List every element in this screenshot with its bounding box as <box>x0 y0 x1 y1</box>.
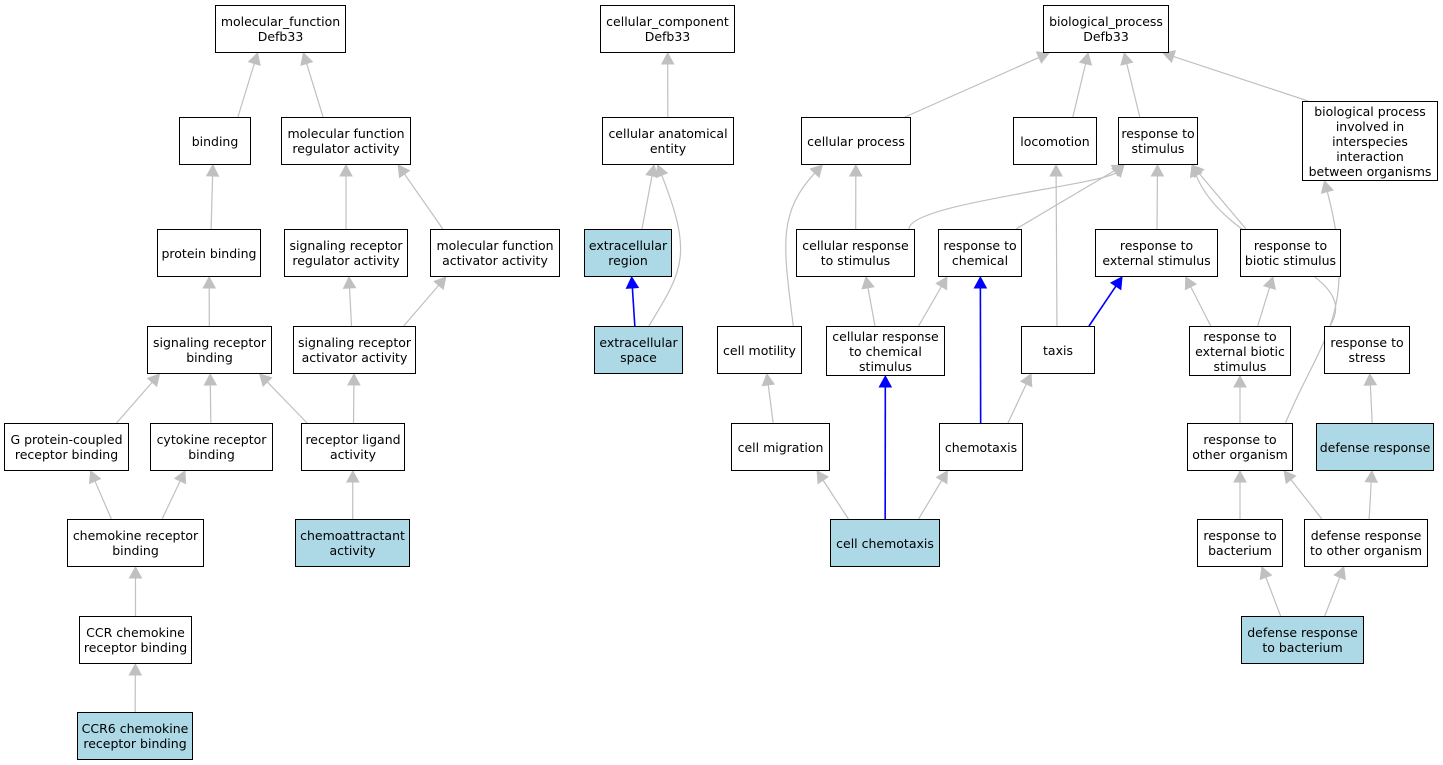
term-node-chemokine-rec-binding[interactable]: chemokine receptor binding <box>67 519 204 567</box>
edge-mf-act-to-mf-reg <box>397 164 444 230</box>
edge-chemoattractant-to-rec-ligand <box>345 469 360 520</box>
edge-cell-motility-to-cell-process <box>785 164 823 327</box>
term-node-cc-root[interactable]: cellular_component Defb33 <box>600 5 735 53</box>
edge-gpcr-binding-to-sig-rec-binding <box>116 373 161 424</box>
term-node-mf-act[interactable]: molecular function activator activity <box>430 229 560 277</box>
term-node-cell-process[interactable]: cellular process <box>801 117 911 165</box>
term-node-bp-interspecies[interactable]: biological process involved in interspec… <box>1302 101 1438 181</box>
term-node-cae[interactable]: cellular anatomical entity <box>602 117 734 165</box>
edge-resp-ext-to-resp-stim <box>1150 163 1165 230</box>
term-node-resp-biotic[interactable]: response to biotic stimulus <box>1240 229 1341 277</box>
term-node-bp-root[interactable]: biological_process Defb33 <box>1043 5 1169 53</box>
term-node-binding[interactable]: binding <box>179 117 251 165</box>
edge-cell-resp-chem-to-resp-chem <box>918 276 948 327</box>
term-node-sig-rec-reg[interactable]: signaling receptor regulator activity <box>284 229 408 277</box>
term-node-chemotaxis[interactable]: chemotaxis <box>939 423 1023 471</box>
edge-mf-reg-to-mf-root <box>300 52 324 118</box>
term-node-cell-chemotaxis[interactable]: cell chemotaxis <box>830 519 940 567</box>
term-node-resp-ext-biotic[interactable]: response to external biotic stimulus <box>1189 326 1291 376</box>
edge-ex-space-to-cae <box>648 164 682 327</box>
edge-rec-ligand-to-sig-rec-act <box>347 372 361 424</box>
path-edge-ex-space-to-ex-region <box>625 275 640 327</box>
term-node-protein-binding[interactable]: protein binding <box>157 229 261 277</box>
edge-locomotion-to-bp-root <box>1072 51 1093 118</box>
edge-chemotaxis-to-taxis <box>1007 373 1033 424</box>
path-edge-cell-chemotaxis-to-cell-resp-chem <box>878 374 893 520</box>
edge-resp-ext-biotic-to-resp-biotic <box>1257 276 1276 327</box>
edge-sig-rec-act-to-mf-act <box>403 276 447 327</box>
edge-def-other-org-to-resp-other-org <box>1283 470 1323 520</box>
term-node-taxis[interactable]: taxis <box>1021 326 1095 374</box>
term-node-resp-chem[interactable]: response to chemical <box>938 229 1022 277</box>
term-node-resp-ext[interactable]: response to external stimulus <box>1095 229 1218 277</box>
term-node-cell-resp-stim[interactable]: cellular response to stimulus <box>796 229 915 277</box>
term-node-defense-resp[interactable]: defense response <box>1316 423 1434 471</box>
edge-resp-chem-to-resp-stim <box>1015 164 1125 230</box>
term-node-sig-rec-binding[interactable]: signaling receptor binding <box>147 326 272 374</box>
term-node-cell-migration[interactable]: cell migration <box>731 423 830 471</box>
term-node-gpcr-binding[interactable]: G protein-coupled receptor binding <box>4 423 129 471</box>
edge-ccr6-binding-to-ccr-binding <box>128 662 143 713</box>
term-node-sig-rec-act[interactable]: signaling receptor activator activity <box>293 326 416 374</box>
edge-cell-resp-stim-to-resp-stim <box>908 164 1125 230</box>
term-node-cell-resp-chem[interactable]: cellular response to chemical stimulus <box>826 326 945 376</box>
edge-chemokine-rec-binding-to-cyto-rec-binding <box>161 470 187 520</box>
edge-protein-binding-to-binding <box>205 163 220 230</box>
edge-cell-migration-to-cell-motility <box>761 372 776 424</box>
edge-rec-ligand-to-sig-rec-binding <box>259 373 308 424</box>
edge-resp-biotic-to-resp-stim <box>1191 164 1247 230</box>
term-node-locomotion[interactable]: locomotion <box>1013 117 1097 165</box>
path-edge-chemotaxis-to-resp-chem <box>973 275 988 424</box>
edge-cell-chemotaxis-to-chemotaxis <box>918 470 948 520</box>
term-node-mf-root[interactable]: molecular_function Defb33 <box>215 5 346 53</box>
edge-resp-ext-biotic-to-resp-ext <box>1184 276 1212 327</box>
edge-resp-other-org-to-resp-ext-biotic <box>1233 374 1247 423</box>
edge-cyto-rec-binding-to-sig-rec-binding <box>203 372 218 424</box>
term-node-def-bacterium[interactable]: defense response to bacterium <box>1241 616 1364 664</box>
edge-def-other-org-to-defense-resp <box>1364 469 1379 520</box>
edge-cell-resp-stim-to-cell-process <box>848 163 863 230</box>
edge-cae-to-cc-root <box>660 51 675 118</box>
edge-chemokine-rec-binding-to-gpcr-binding <box>88 470 112 520</box>
edge-resp-stim-to-bp-root <box>1120 51 1141 118</box>
edge-sig-rec-binding-to-protein-binding <box>202 275 217 327</box>
edge-sig-rec-reg-to-mf-reg <box>339 163 353 229</box>
edge-resp-other-org-to-bp-interspecies <box>1284 179 1340 424</box>
term-node-cell-motility[interactable]: cell motility <box>717 326 802 374</box>
edge-cell-process-to-bp-root <box>904 51 1050 118</box>
edge-sig-rec-act-to-sig-rec-reg <box>342 275 357 327</box>
term-node-def-other-org[interactable]: defense response to other organism <box>1304 519 1428 567</box>
term-node-resp-stress[interactable]: response to stress <box>1324 326 1410 374</box>
edge-ex-region-to-cae <box>641 163 659 230</box>
edge-cell-resp-chem-to-cell-resp-stim <box>861 275 876 327</box>
term-node-chemoattractant[interactable]: chemoattractant activity <box>295 519 410 567</box>
edge-binding-to-mf-root <box>237 52 261 118</box>
path-edge-taxis-to-resp-ext <box>1088 276 1123 327</box>
term-node-ccr-binding[interactable]: CCR chemokine receptor binding <box>79 616 192 664</box>
term-node-resp-other-org[interactable]: response to other organism <box>1187 423 1293 471</box>
term-node-cyto-rec-binding[interactable]: cytokine receptor binding <box>150 423 273 471</box>
edge-def-bacterium-to-def-other-org <box>1324 566 1346 617</box>
edge-bp-interspecies-to-bp-root <box>1162 50 1309 102</box>
term-node-resp-stim[interactable]: response to stimulus <box>1118 117 1198 165</box>
edge-defense-resp-to-resp-stress <box>1363 372 1378 424</box>
term-node-ccr6-binding[interactable]: CCR6 chemokine receptor binding <box>77 712 193 760</box>
term-node-ex-region[interactable]: extracellular region <box>584 229 672 277</box>
edge-resp-bacterium-to-resp-other-org <box>1233 469 1247 519</box>
edge-def-bacterium-to-resp-bacterium <box>1259 566 1282 617</box>
edge-taxis-to-locomotion <box>1049 163 1063 327</box>
term-node-resp-bacterium[interactable]: response to bacterium <box>1197 519 1283 567</box>
term-node-mf-reg[interactable]: molecular function regulator activity <box>281 117 411 165</box>
term-node-ex-space[interactable]: extracellular space <box>594 326 683 374</box>
edge-ccr-binding-to-chemokine-rec-binding <box>128 565 143 616</box>
edge-cell-chemotaxis-to-cell-migration <box>816 470 849 520</box>
term-node-rec-ligand[interactable]: receptor ligand activity <box>301 423 405 471</box>
